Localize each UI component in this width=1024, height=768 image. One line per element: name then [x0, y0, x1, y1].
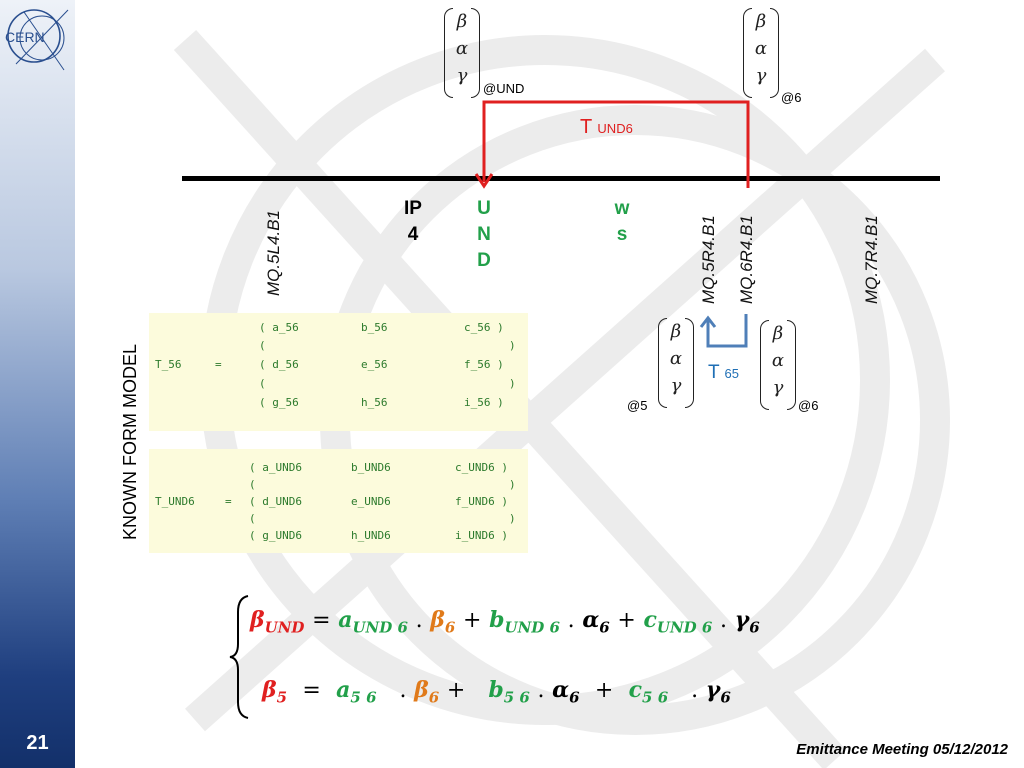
- beamline: [182, 176, 940, 181]
- element-ip4: IP 4: [404, 198, 422, 245]
- transfer-label-und6: T UND6: [580, 116, 633, 138]
- gamma-symbol: γ: [772, 377, 784, 398]
- transfer-label-65: T 65: [708, 362, 740, 383]
- alpha-symbol: α: [669, 348, 683, 369]
- alpha-symbol: α: [754, 38, 768, 59]
- matrix-t56: T_56 = ( a_56 b_56 c_56 ) ( ) ( d_56 e_5…: [149, 313, 528, 431]
- element-mq5l4: MQ.5L4.B1: [264, 210, 283, 296]
- element-und: U N D: [477, 198, 491, 271]
- matrix-name: T_UND6: [155, 495, 195, 508]
- twiss-vector-und: β α γ: [444, 8, 480, 98]
- matrix-eq: =: [225, 495, 232, 508]
- equation-brace: [229, 595, 249, 719]
- alpha-symbol: α: [455, 38, 469, 59]
- alpha-symbol: α: [771, 350, 785, 371]
- beta-symbol: β: [670, 321, 682, 342]
- at-5-label: @5: [627, 398, 648, 413]
- footer-text: Emittance Meeting 05/12/2012: [796, 741, 1008, 758]
- sidebar-gradient: [0, 0, 75, 768]
- matrix-eq: =: [215, 358, 222, 371]
- twiss-vector-6-small: β α γ: [760, 320, 796, 410]
- at-6-top-label: @6: [781, 90, 802, 105]
- known-form-model-label: KNOWN FORM MODEL: [120, 344, 140, 540]
- transfer-arrow-und6: [474, 100, 750, 189]
- element-ws: w s: [614, 198, 630, 245]
- twiss-vector-6-top: β α γ: [743, 8, 779, 98]
- element-mq6r4: MQ.6R4.B1: [737, 215, 756, 304]
- at-und-label: @UND: [483, 81, 525, 96]
- matrix-name: T_56: [155, 358, 182, 371]
- transfer-arrow-65: [699, 314, 748, 348]
- beta-symbol: β: [772, 323, 784, 344]
- gamma-symbol: γ: [755, 65, 767, 86]
- cern-logo: CERN: [2, 4, 72, 74]
- beta-symbol: β: [755, 11, 767, 32]
- matrix-tund6: T_UND6 = ( a_UND6 b_UND6 c_UND6 ) ( ) ( …: [149, 449, 528, 553]
- gamma-symbol: γ: [670, 375, 682, 396]
- at-6-small-label: @6: [798, 398, 819, 413]
- equation-beta-und: βUND = aUND 6 . β6 + bUND 6 . α6 + cUND …: [250, 607, 760, 637]
- svg-text:CERN: CERN: [5, 29, 45, 45]
- equation-beta-5: β5 = a5 6 . β6 + b5 6 . α6 + c5 6 . γ6: [262, 677, 731, 707]
- element-mq5r4: MQ.5R4.B1: [699, 215, 718, 304]
- gamma-symbol: γ: [456, 65, 468, 86]
- element-mq7r4: MQ.7R4.B1: [862, 215, 881, 304]
- beta-symbol: β: [456, 11, 468, 32]
- slide-number: 21: [26, 732, 49, 754]
- twiss-vector-5: β α γ: [658, 318, 694, 408]
